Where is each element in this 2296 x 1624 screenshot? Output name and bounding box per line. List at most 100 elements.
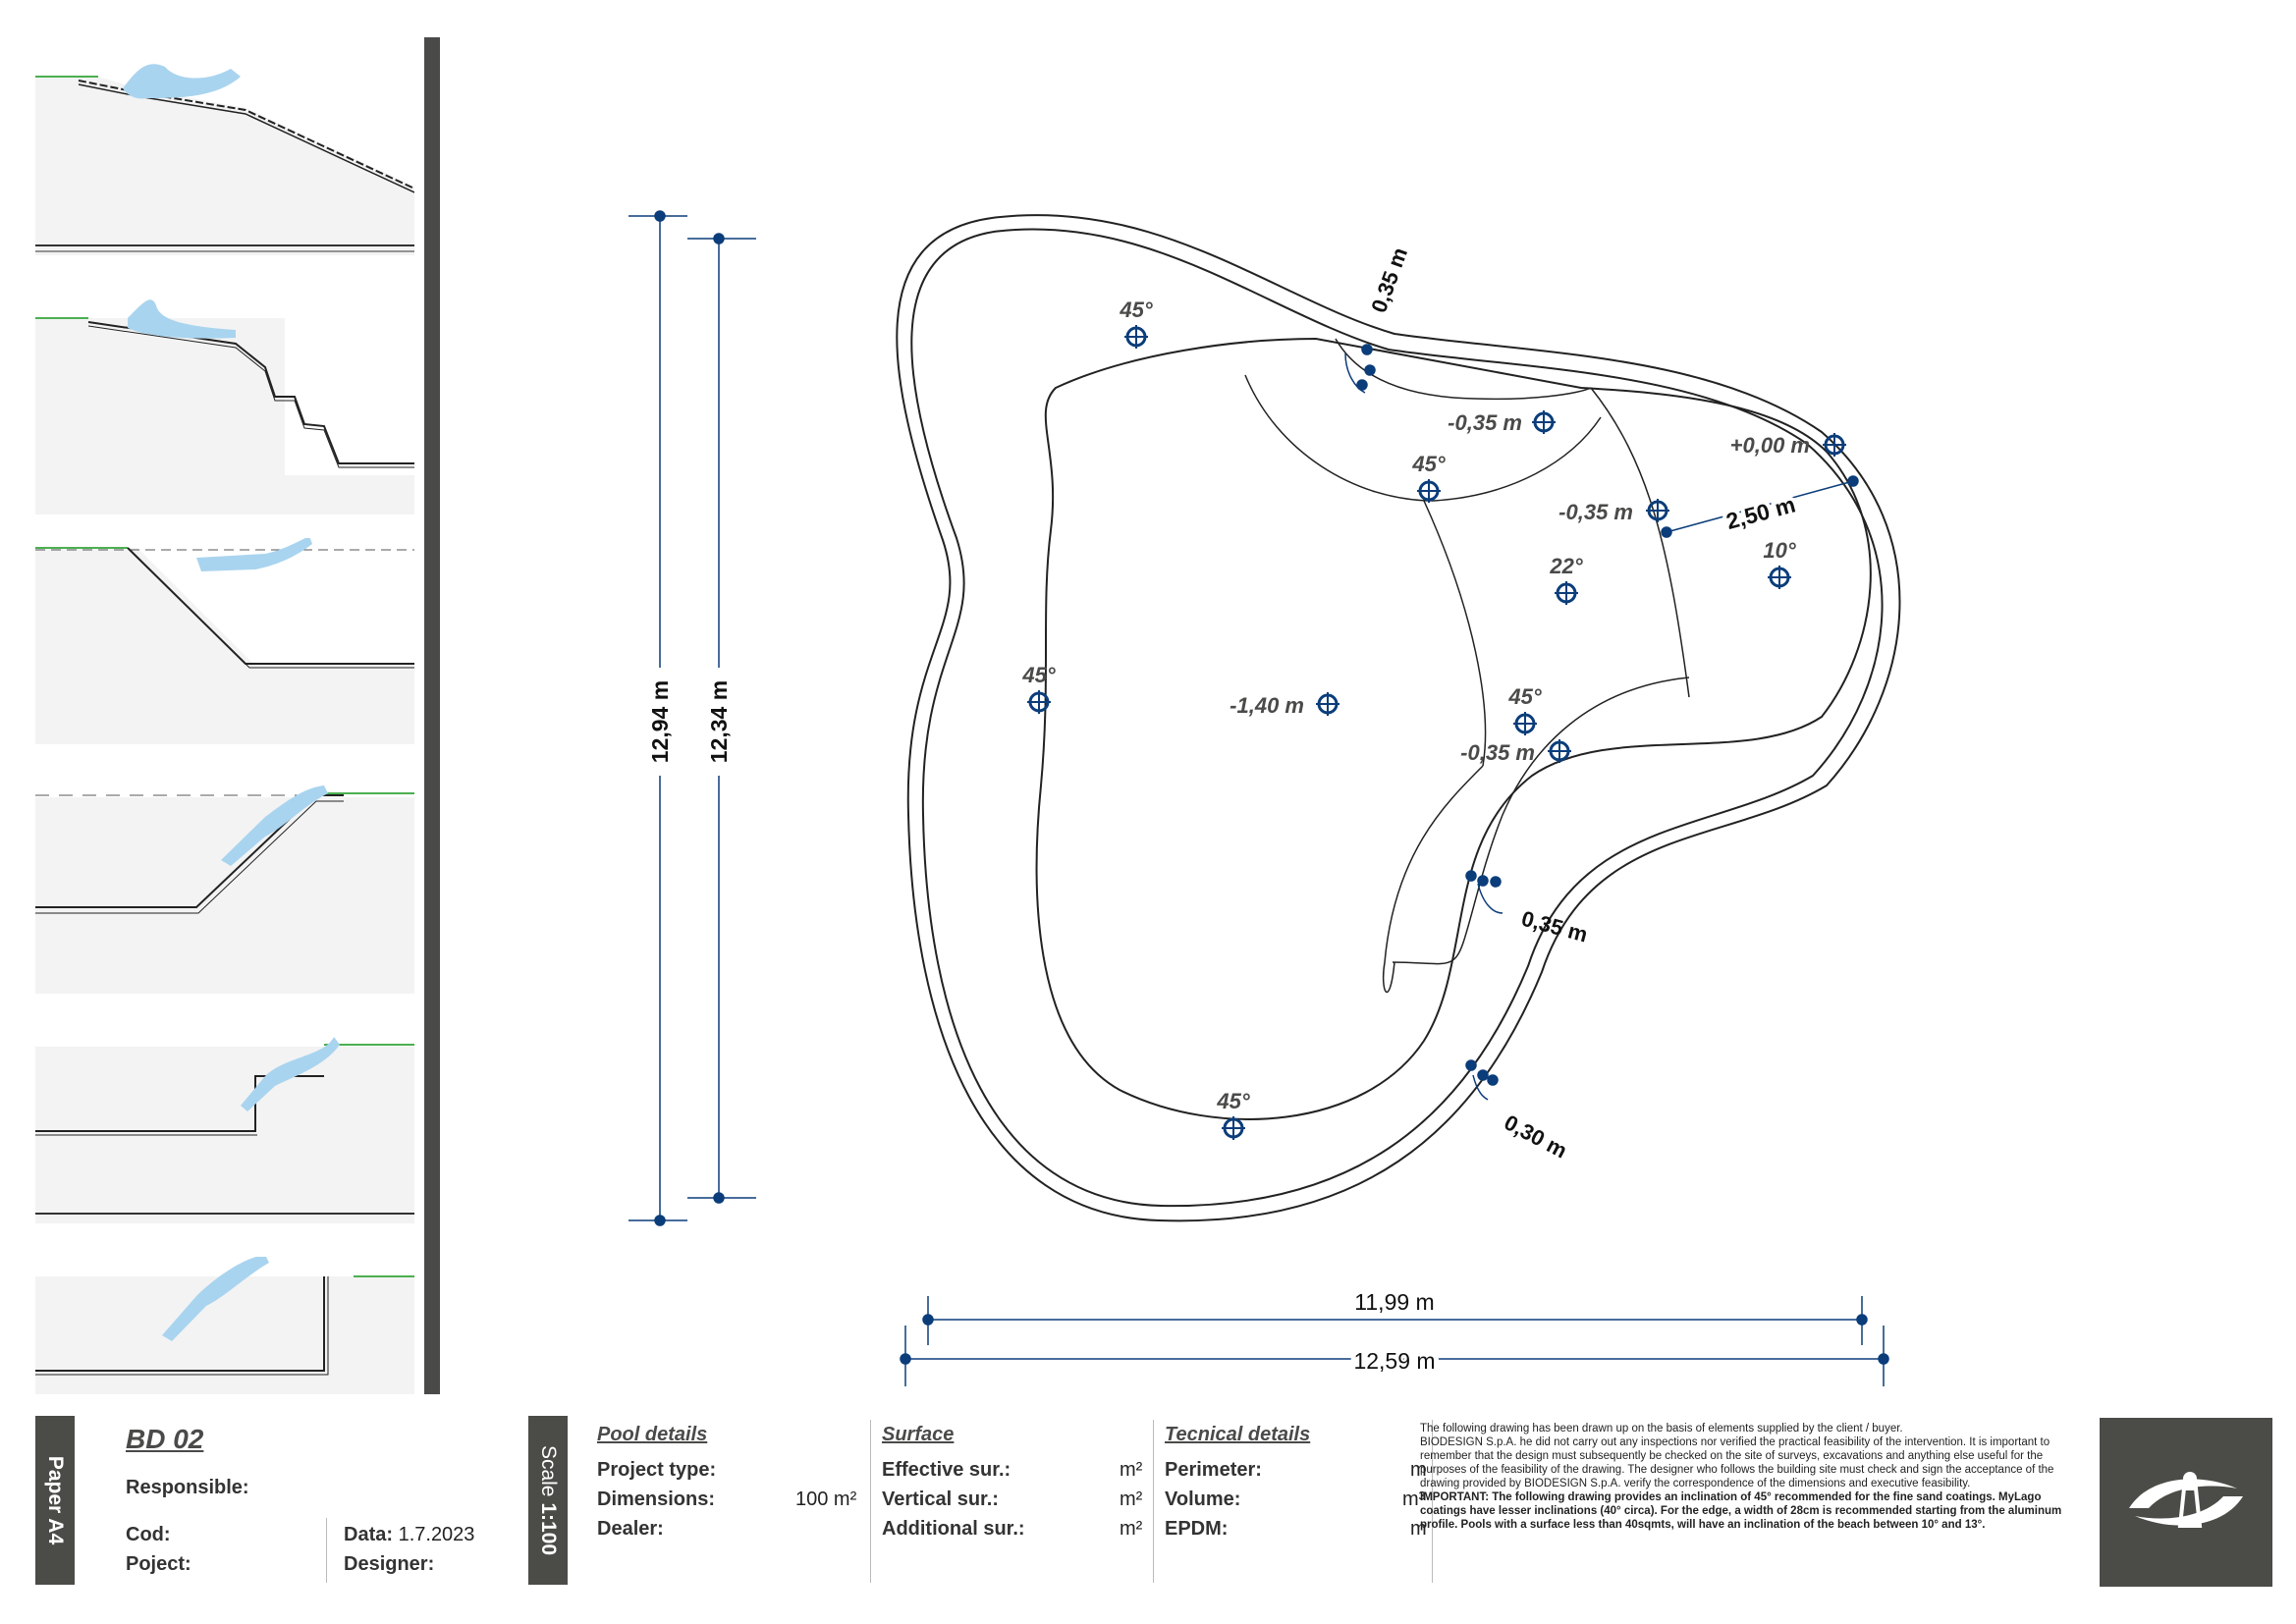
disclaimer-important: IMPORTANT: The following drawing provide…	[1420, 1491, 2062, 1531]
pool-details-title: Pool details	[597, 1424, 708, 1445]
marker-depth-mid	[1646, 499, 1669, 522]
vertical-surface-unit: m²	[1120, 1489, 1143, 1510]
zone-line-1	[1423, 500, 1487, 767]
section-slope-drawing	[35, 536, 414, 744]
title-block: Paper A4 BD 02 Responsible: Cod: Poject:…	[29, 1416, 2278, 1589]
vertical-surface-label: Vertical sur.:	[882, 1489, 999, 1510]
depth-label: -0,35 m	[1448, 410, 1522, 435]
dim-edge-bottom-label: 0,30 m	[1501, 1110, 1571, 1163]
marker-shelf-angle	[1417, 479, 1441, 503]
marker-shelf-right-angle	[1513, 712, 1537, 735]
volume-label: Volume:	[1165, 1489, 1241, 1510]
marker-angle-top-left	[1124, 325, 1148, 349]
section-wall-drawing	[35, 1037, 414, 1223]
disclaimer-line-2: BIODESIGN S.p.A. he did not carry out an…	[1420, 1436, 2054, 1489]
dim-height-inner-label: 12,34 m	[706, 680, 732, 763]
dim-width-inner	[922, 1296, 1868, 1345]
project-type-label: Project type:	[597, 1459, 717, 1481]
section-shelf-drawing	[35, 785, 414, 994]
swimmer-icon	[123, 64, 241, 99]
dim-beach-width-label: 2,50 m	[1723, 491, 1798, 534]
project-label: Poject:	[126, 1553, 191, 1575]
paper-size-tag: Paper A4	[35, 1416, 75, 1585]
effective-surface-unit: m²	[1120, 1459, 1143, 1481]
effective-surface-label: Effective sur.:	[882, 1459, 1011, 1481]
section-steps-entry	[29, 298, 414, 522]
dim-height-outer-label: 12,94 m	[647, 680, 673, 763]
volume-unit: m³	[1402, 1489, 1426, 1510]
angle-label: 10°	[1763, 538, 1795, 563]
swimmer-icon	[162, 1255, 269, 1341]
section-panel	[29, 59, 422, 1481]
dim-edge-top-label: 0,35 m	[1366, 244, 1412, 316]
perimeter-unit: m	[1410, 1459, 1427, 1481]
pool-outline-outer	[896, 214, 1901, 1222]
cod-label: Cod:	[126, 1524, 171, 1545]
scale-label: Scale	[537, 1444, 560, 1497]
paper-size-label: Paper A4	[44, 1455, 68, 1545]
additional-surface-unit: m²	[1120, 1518, 1143, 1540]
angle-label: 45°	[1507, 684, 1541, 709]
divider-bar	[424, 37, 440, 1394]
swimmer-icon	[221, 785, 328, 866]
epdm-label: EPDM:	[1165, 1518, 1229, 1540]
dim-edge-top	[1344, 344, 1376, 394]
angle-label: 45°	[1411, 452, 1445, 476]
dim-width-inner-label: 11,99 m	[1354, 1289, 1434, 1315]
date-value: 1.7.2023	[398, 1524, 475, 1545]
disclaimer-line-1: The following drawing has been drawn up …	[1420, 1423, 1903, 1435]
epdm-unit: m	[1410, 1518, 1427, 1540]
shelf-right-inner	[1392, 677, 1690, 965]
dimensions-label: Dimensions:	[597, 1489, 716, 1510]
dim-width-outer-label: 12,59 m	[1353, 1348, 1435, 1374]
disclaimer-text: The following drawing has been drawn up …	[1420, 1422, 2082, 1532]
section-slope-shelf	[29, 778, 414, 1001]
marker-angle-left	[1027, 690, 1051, 714]
swimmer-icon	[196, 536, 312, 571]
shelf-top	[1244, 374, 1602, 502]
scale-value: 1:100	[537, 1502, 560, 1556]
section-wall-shelf	[29, 1017, 414, 1241]
marker-shelf-right-depth	[1548, 739, 1571, 763]
responsible-label: Responsible:	[126, 1477, 249, 1498]
logo-icon	[2129, 1472, 2243, 1528]
additional-surface-label: Additional sur.:	[882, 1518, 1025, 1540]
depth-label: -0,35 m	[1460, 740, 1535, 765]
depth-label: +0,00 m	[1730, 433, 1810, 458]
dim-beach-width	[1661, 475, 1859, 538]
section-beach-entry	[29, 59, 415, 283]
biodesign-logo	[2100, 1418, 2272, 1587]
angle-label: 45°	[1021, 663, 1055, 687]
dealer-label: Dealer:	[597, 1518, 664, 1540]
date-label: Data:	[344, 1524, 394, 1545]
section-vertical-drawing	[35, 1255, 414, 1394]
section-beach-drawing	[35, 64, 415, 255]
depth-label: -0,35 m	[1558, 500, 1633, 524]
dim-width-outer	[900, 1326, 1889, 1386]
marker-shelf-top	[1532, 410, 1556, 434]
angle-label: 22°	[1549, 554, 1582, 578]
angle-label: 45°	[1119, 298, 1152, 322]
section-steps-drawing	[35, 299, 414, 514]
angle-label: 45°	[1216, 1089, 1249, 1113]
designer-label: Designer:	[344, 1553, 435, 1575]
dim-edge-bottom	[1465, 1059, 1499, 1101]
section-vertical-wall	[29, 1255, 414, 1481]
marker-depth-main	[1316, 692, 1339, 716]
dimensions-value: 100 m²	[795, 1489, 857, 1510]
marker-angle-beach	[1768, 566, 1791, 589]
marker-depth-beach	[1823, 433, 1846, 457]
scale-tag: Scale 1:100	[528, 1416, 568, 1585]
surface-title: Surface	[882, 1424, 955, 1445]
pool-outline-inner	[1035, 337, 1872, 1120]
marker-angle-mid	[1555, 581, 1578, 605]
zone-line-2	[1590, 387, 1690, 698]
pool-plan-svg: 12,94 m 12,34 m 11,99 m 12,59 m 2,50 m	[629, 210, 1901, 1386]
drawing-code: BD 02	[126, 1424, 204, 1454]
depth-label: -1,40 m	[1230, 693, 1304, 718]
marker-angle-bottom	[1222, 1116, 1245, 1140]
date-row: Data: 1.7.2023	[344, 1524, 474, 1546]
shelf-right	[1382, 765, 1484, 994]
technical-title: Tecnical details	[1165, 1424, 1311, 1445]
scale-text: Scale 1:100	[536, 1445, 560, 1555]
